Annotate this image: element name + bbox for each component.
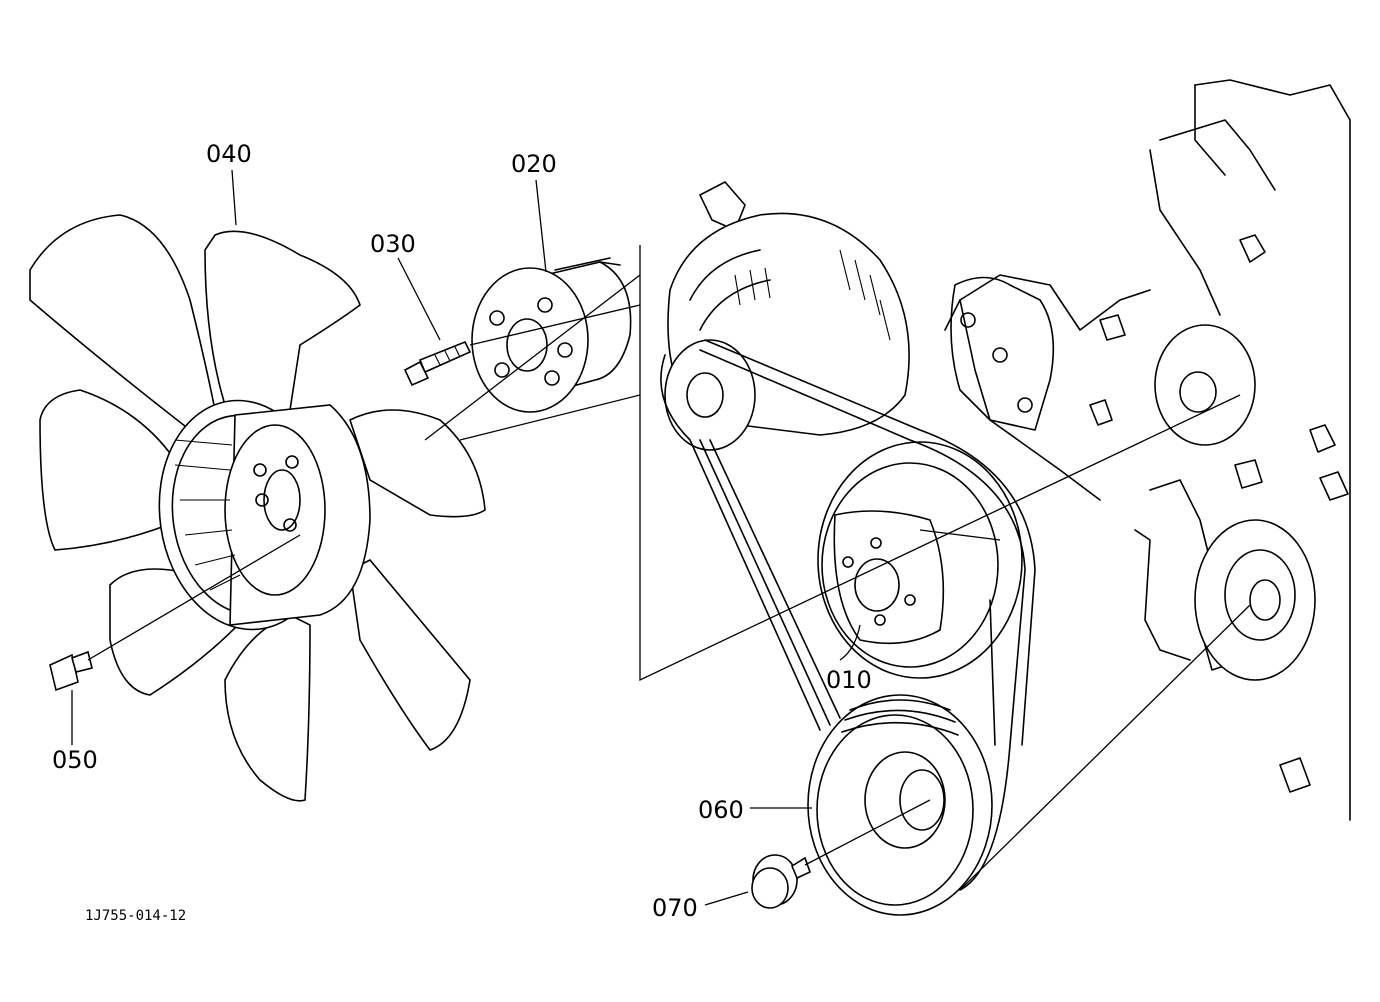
bolt-030 (403, 340, 472, 387)
part-label-020: 020 (511, 150, 557, 178)
engine-block (944, 79, 1351, 821)
part-label-030: 030 (370, 230, 416, 258)
part-label-010: 010 (826, 666, 872, 694)
drawing-id: 1J755-014-12 (85, 908, 186, 924)
alignment-lines (87, 245, 1251, 891)
water-pump-pulley (817, 441, 1023, 679)
fan-spacer (471, 257, 632, 413)
part-label-050: 050 (52, 746, 98, 774)
part-label-060: 060 (698, 796, 744, 824)
bolt-050 (49, 650, 93, 692)
label-leaders (71, 169, 861, 906)
part-label-070: 070 (652, 894, 698, 922)
v-belt (660, 339, 1036, 891)
part-label-040: 040 (206, 140, 252, 168)
alternator (664, 180, 910, 451)
bolt-070 (751, 854, 811, 909)
fan-assembly (29, 214, 486, 802)
crank-pulley (807, 694, 993, 916)
